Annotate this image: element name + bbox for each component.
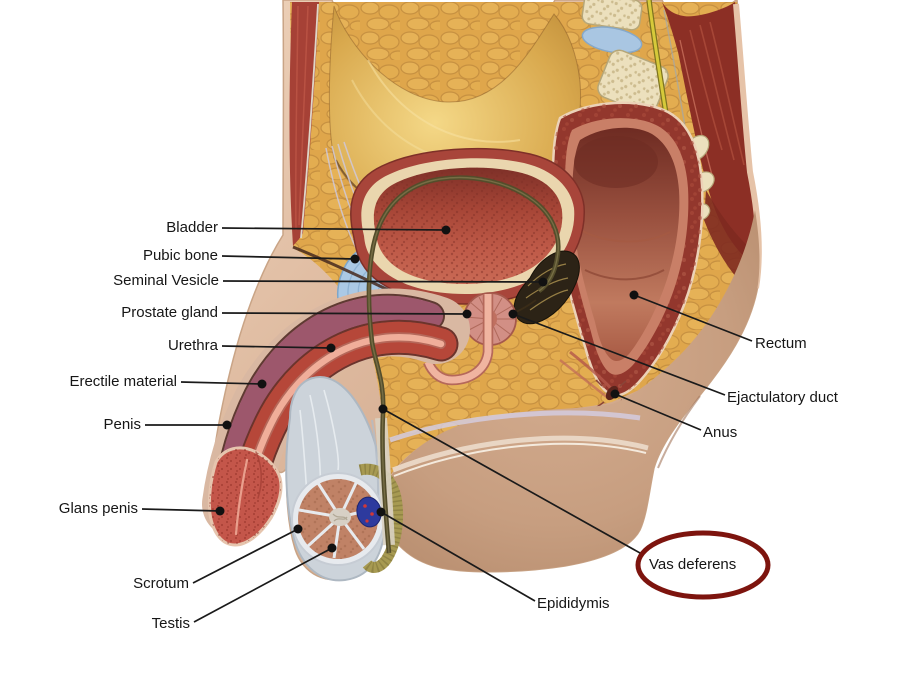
label-bladder: Bladder [166, 219, 218, 236]
vas-deferens-illustration [366, 175, 561, 554]
leader-line [221, 345, 332, 349]
penis-illustration [202, 288, 470, 547]
leader-dot [538, 277, 548, 287]
thigh-buttock [384, 210, 760, 572]
prostate-illustration [423, 292, 517, 386]
leader-dots [215, 225, 639, 553]
label-scrotum: Scrotum [133, 575, 189, 592]
leader-dot [327, 543, 337, 553]
leader-dot [462, 309, 472, 319]
leader-dot [441, 225, 451, 235]
urethra-tube [423, 294, 494, 386]
leader-line [221, 227, 447, 231]
label-erectile-material: Erectile material [69, 373, 177, 390]
leader-line [221, 312, 468, 315]
leader-lines [141, 227, 753, 623]
leader-line [222, 280, 544, 283]
glans-illustration [207, 446, 283, 547]
label-glans-penis: Glans penis [58, 500, 138, 517]
leader-line [382, 408, 641, 554]
label-prostate-gland: Prostate gland [121, 304, 218, 321]
label-epididymis: Epididymis [537, 595, 610, 612]
leader-dot [376, 507, 386, 517]
leader-dot [508, 309, 518, 319]
leader-line [512, 313, 726, 396]
label-anus: Anus [703, 424, 738, 441]
label-vas-deferens: Vas deferens [649, 556, 737, 573]
label-penis: Penis [103, 416, 141, 433]
leader-dot [215, 506, 225, 516]
testis-illustration [291, 463, 404, 573]
leader-dot [257, 379, 267, 389]
leader-line [614, 393, 702, 431]
label-urethra: Urethra [167, 337, 218, 354]
leader-dot [378, 404, 388, 414]
leader-dot [326, 343, 336, 353]
leader-line [380, 511, 536, 602]
leader-dot [350, 254, 360, 264]
label-testis: Testis [151, 615, 190, 632]
leader-dot [293, 524, 303, 534]
leader-line [180, 381, 263, 385]
leader-line [192, 528, 299, 584]
label-pubic-bone: Pubic bone [142, 247, 218, 264]
label-seminal-vesicle: Seminal Vesicle [113, 272, 219, 289]
leader-line [141, 508, 221, 512]
label-ejaculatory-duct: Ejactulatory duct [727, 389, 838, 406]
leader-dot [610, 389, 620, 399]
leader-line [633, 294, 753, 342]
leader-dot [222, 420, 232, 430]
vas-deferens-circle-annotation [635, 530, 771, 600]
leader-line [221, 255, 356, 260]
label-rectum: Rectum [755, 335, 807, 352]
leader-dot [629, 290, 639, 300]
leader-line [193, 547, 333, 623]
